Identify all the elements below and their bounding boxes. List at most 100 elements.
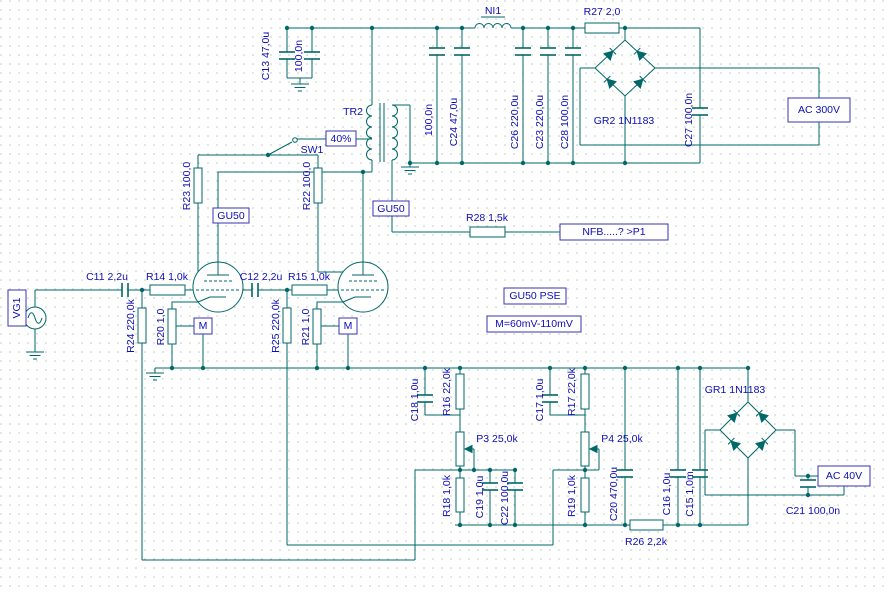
potentiometer-p4[interactable] [580, 431, 598, 467]
wiper-arrow-icon [463, 444, 473, 454]
box-40pct-text: 40% [330, 133, 351, 145]
label-c13: C13 47,0u [260, 32, 272, 81]
box-gu50-2: GU50 [372, 200, 410, 217]
tube-gu50-2[interactable] [337, 261, 389, 313]
label-c15: C15 1,0m [684, 471, 696, 517]
box-vg1: VG1 [7, 289, 27, 327]
label-r28: R28 1,5k [466, 212, 509, 224]
wire-ni1-coil [474, 16, 512, 29]
label-r23: R23 100,0 [181, 162, 193, 211]
resistor-r14[interactable] [149, 284, 186, 296]
label-c26: C26 220,0u [509, 95, 521, 149]
potentiometer-p3[interactable] [455, 431, 473, 467]
box-ac300v: AC 300V [787, 97, 851, 123]
box-ac300v-text: AC 300V [798, 104, 840, 116]
wire-transformer [371, 28, 393, 232]
wire-primary-coil [366, 104, 373, 161]
label-r22: R22 100,0 [301, 162, 313, 211]
label-r24: R24 220,0k [125, 298, 137, 352]
resistor-r18[interactable] [455, 477, 465, 513]
box-meter-range-text: M=60mV-110mV [495, 318, 573, 330]
label-c13b: 100,0n [293, 40, 305, 72]
box-gu50-2-text: GU50 [377, 203, 405, 215]
wire-screen-bus [197, 154, 343, 273]
label-c17: C17 1,0u [534, 379, 546, 422]
label-c21: C21 100,0n [786, 505, 840, 517]
wire-gr2-bridge [594, 28, 656, 163]
label-tr2: TR2 [343, 106, 363, 118]
label-r21: R21 1,0 [300, 308, 312, 345]
box-meter-1-text: M [199, 320, 208, 332]
label-r15: R15 1,0k [288, 271, 331, 283]
label-c28: C28 100,0n [559, 95, 571, 149]
box-meter-2-text: M [344, 320, 353, 332]
box-meter-range: M=60mV-110mV [486, 315, 582, 333]
wire-bias-col2 [549, 368, 586, 525]
label-c18: C18 1,0u [409, 379, 421, 422]
wire-meter-stubs [176, 325, 349, 368]
box-gu50-pse-text: GU50 PSE [509, 290, 560, 302]
label-r20: R20 1,0 [155, 308, 167, 345]
label-sw1: SW1 [301, 144, 324, 156]
wire-bias-feeds [141, 290, 553, 561]
box-nfb-text: NFB.....? >P1 [582, 226, 645, 238]
box-meter-1: M [193, 317, 213, 335]
wire-ac300-leads [579, 67, 820, 146]
box-gu50-1: GU50 [212, 207, 250, 224]
label-c20: C20 470,0u [608, 467, 620, 521]
box-vg1-text: VG1 [11, 297, 23, 318]
resistor-r22[interactable] [313, 167, 323, 204]
resistor-r20[interactable] [167, 308, 177, 345]
wire-ground-rail [154, 367, 748, 373]
label-c23: C23 220,0u [534, 95, 546, 149]
label-c16: C16 1,0u [661, 473, 673, 516]
label-c24: C24 47,0u [448, 98, 460, 147]
resistor-r17[interactable] [580, 373, 590, 410]
resistor-r19[interactable] [580, 477, 590, 513]
resistors[interactable] [137, 22, 664, 531]
resistor-r16[interactable] [455, 373, 465, 410]
label-gr1: GR1 1N1183 [705, 384, 766, 396]
signal-source-vg1[interactable] [23, 306, 47, 330]
wire-bias-col1 [424, 368, 461, 525]
box-nfb: NFB.....? >P1 [559, 223, 669, 241]
tube-gu50-1[interactable] [192, 261, 244, 313]
wiper-arrow-icon [588, 444, 598, 454]
box-gu50-pse: GU50 PSE [503, 287, 567, 305]
box-gu50-1-text: GU50 [217, 210, 245, 222]
resistor-r21[interactable] [312, 308, 322, 345]
label-100n: 100,0n [423, 104, 435, 136]
wire-bias-node2 [552, 448, 600, 545]
wire-c13-group [286, 28, 313, 84]
label-gr2: GR2 1N1183 [594, 115, 655, 127]
label-r19: R19 1,0k [566, 474, 578, 517]
resistor-r25[interactable] [282, 307, 292, 344]
resistor-r28[interactable] [469, 226, 506, 238]
resistor-r15[interactable] [291, 284, 328, 296]
labels: C13 47,0u 100,0n NI1 R27 2,0 100,0n C24 … [86, 5, 840, 548]
wire-gr1-bridge [719, 368, 777, 525]
label-c22: C22 100,0u [499, 471, 511, 525]
label-r25: R25 220,0k [270, 298, 282, 352]
resistor-r24[interactable] [137, 307, 147, 344]
label-r26: R26 2,2k [625, 536, 668, 548]
label-r27: R27 2,0 [584, 6, 621, 18]
junction-dots [139, 25, 811, 528]
box-40pct: 40% [325, 130, 357, 147]
label-r18: R18 1,0k [441, 474, 453, 517]
label-p4: P4 25,0k [601, 433, 643, 445]
wire-ul-tap [267, 138, 372, 156]
resistor-r26[interactable] [629, 519, 664, 531]
switch-sw1-contact[interactable] [292, 137, 298, 143]
label-r16: R16 22,0k [441, 367, 453, 416]
label-c11: C11 2,2u [86, 271, 128, 283]
wire-secondary-coil [391, 104, 398, 161]
resistor-r27[interactable] [584, 22, 620, 34]
wire-main-filter-caps [624, 368, 701, 525]
wire-filter-caps [436, 28, 574, 163]
resistor-r23[interactable] [193, 167, 203, 204]
label-ni1: NI1 [485, 5, 502, 17]
label-c12: C12 2,2u [240, 271, 283, 283]
wire-cathodes [171, 301, 343, 368]
